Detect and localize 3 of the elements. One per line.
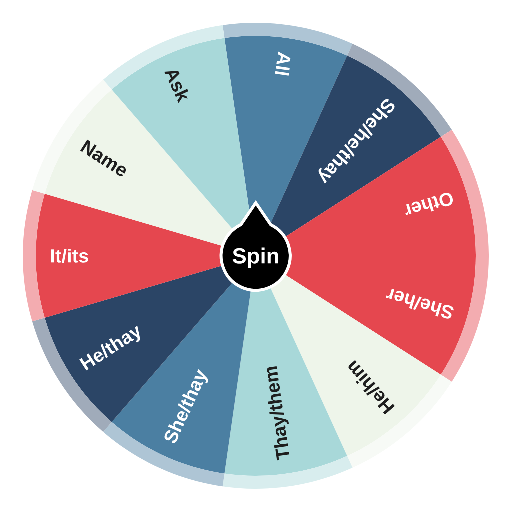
node-label: Other — [406, 193, 454, 216]
spin-button: Spin — [220, 202, 292, 292]
node-label: She/her — [386, 288, 454, 319]
